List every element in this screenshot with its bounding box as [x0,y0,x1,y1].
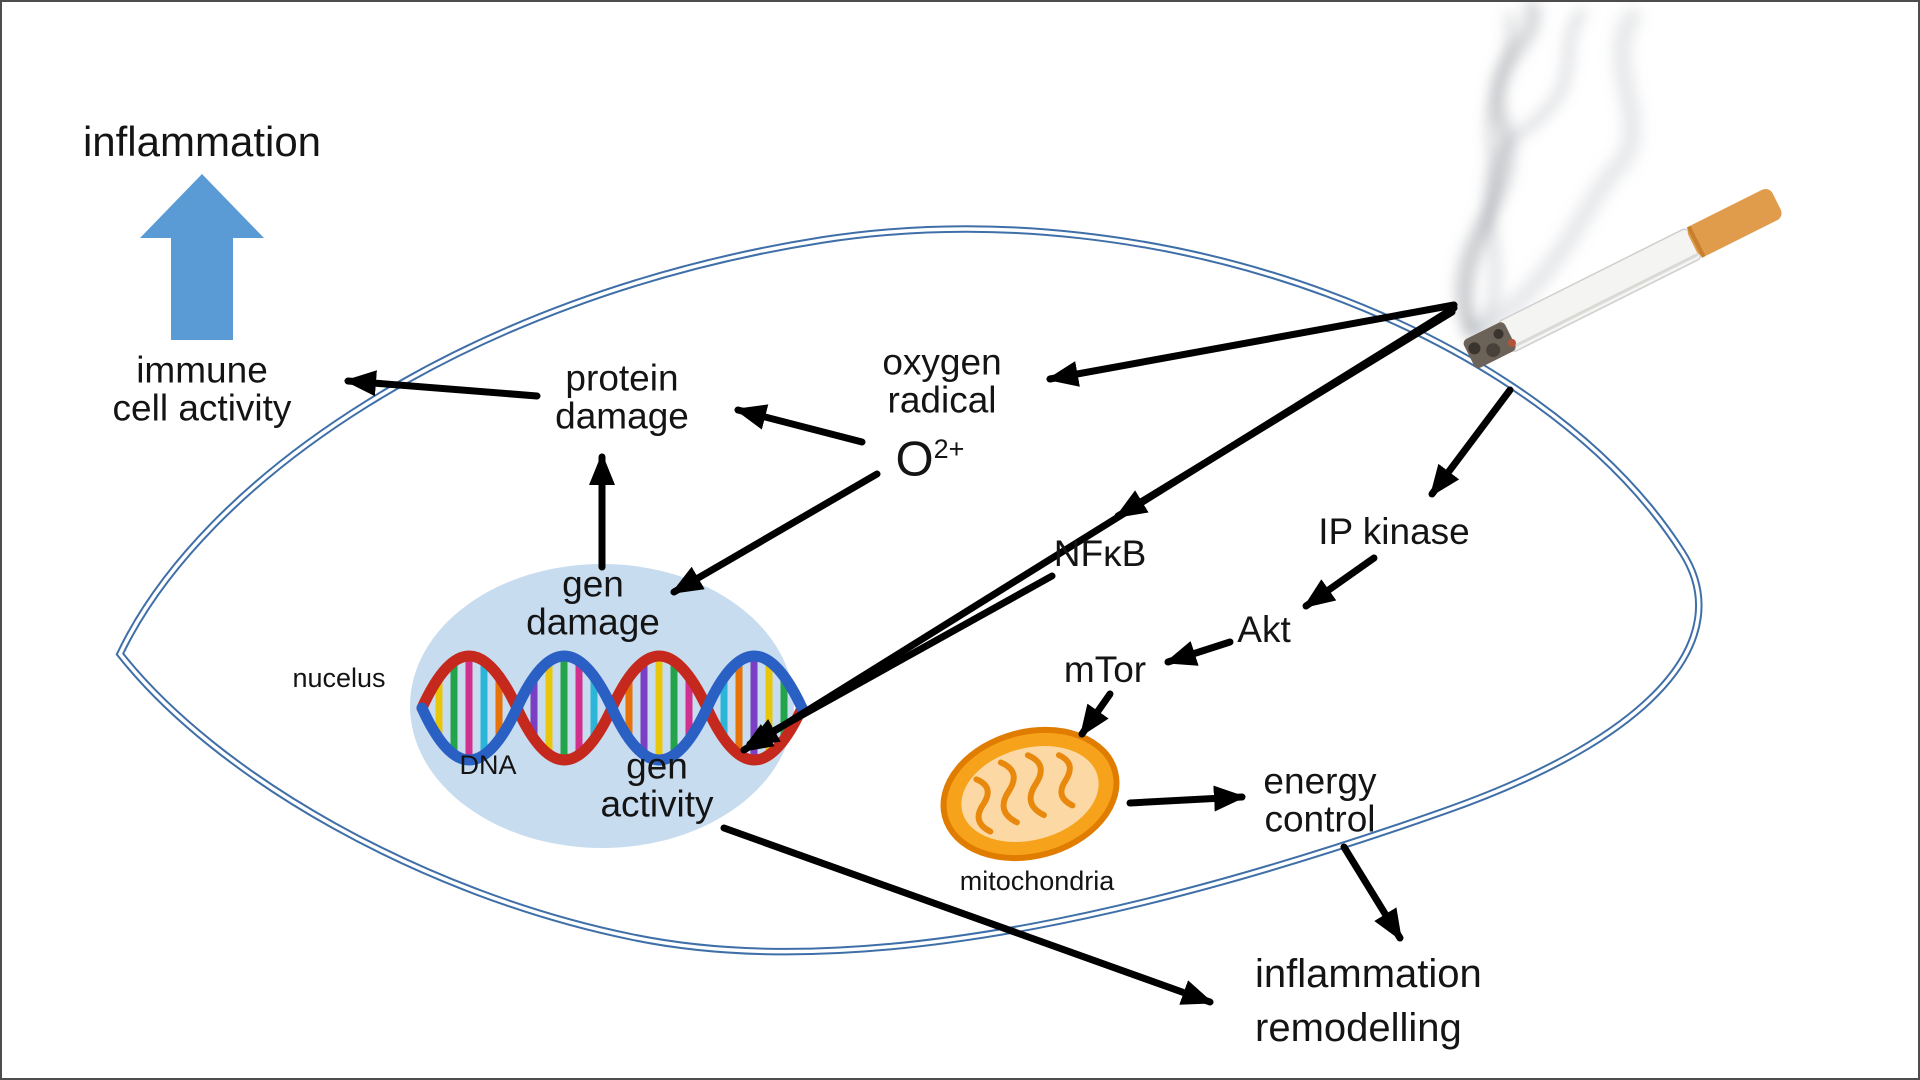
label-immune-line2: cell activity [112,388,292,429]
label-oxygen-radical-line2: radical [887,380,997,421]
cigarette-graphic [1463,188,1782,369]
label-inflammation-remodelling: inflammation remodelling [1255,947,1482,1055]
cell-membrane [115,225,1703,956]
cell-membrane-outer-line [115,225,1703,956]
arrow-cigarette-to-oxygen-radical [1046,301,1458,387]
label-inflammation: inflammation [82,118,322,166]
label-protein-damage-line1: protein [565,357,679,399]
arrow-energy-control-to-inflammation-remodelling [1340,843,1404,942]
nucleus-shape [410,564,794,848]
label-energy-control-line1: energy [1263,760,1377,802]
label-gen-activity-line2: activity [600,784,714,825]
label-immune-cell-activity: immune cell activity [112,349,292,429]
dna-helix-graphic [416,650,808,766]
cigarette-filter-band [1686,225,1706,258]
arrow-ip-kinase-to-akt [1302,554,1378,610]
dna-rungs [435,656,788,760]
mitochondria-graphic [940,726,1120,862]
inflammation-block-arrow [140,174,264,340]
label-mitochondria: mitochondria [959,865,1115,896]
arrow-mitochondria-to-energy-control [1126,785,1246,812]
arrow-o2-to-protein-damage [734,404,866,446]
ash-spot-2 [1486,343,1501,358]
arrow-mtor-to-mitochondria [1078,690,1114,738]
mitochondria-cristae [973,752,1076,835]
cigarette-paper-shade [1513,252,1699,348]
arrow-cigarette-to-gen-activity [740,304,1458,754]
label-protein-damage: protein damage [555,357,689,437]
label-nucleus: nucelus [292,662,386,693]
label-oxygen-symbol: O2+ [895,432,965,487]
label-mtor: mTor [1063,648,1147,690]
label-ip-kinase: IP kinase [1318,510,1470,552]
label-dna: DNA [459,749,517,780]
label-oxygen-radical: oxygen radical [882,341,1002,421]
oxygen-symbol-superscript: 2+ [933,434,965,465]
pathway-arrows [344,301,1514,1006]
ember-spot [1507,338,1516,347]
label-gen-damage-line1: gen [562,563,624,605]
label-inflammation-remodelling-line2: remodelling [1255,1006,1462,1050]
label-oxygen-radical-line1: oxygen [882,341,1002,383]
arrow-cigarette-to-ip-kinase [1428,386,1514,498]
arrow-gen-activity-to-inflammation-remodelling [720,824,1214,1006]
ash-spot-1 [1468,342,1481,355]
arrow-o2-to-gen-damage [670,470,881,596]
label-immune-line1: immune [136,349,268,391]
arrow-protein-damage-to-immune [344,370,541,400]
label-protein-damage-line2: damage [555,396,689,437]
oxygen-symbol-base: O [895,432,934,487]
label-gen-damage-line2: damage [526,602,660,643]
label-gen-activity: gen activity [600,745,714,825]
label-nfkb: NFκB [1053,532,1147,574]
label-energy-control-line2: control [1264,799,1376,840]
label-energy-control: energy control [1263,760,1377,840]
label-akt: Akt [1237,608,1291,650]
label-gen-activity-line1: gen [626,745,688,787]
arrow-nfkb-to-gen-activity [746,572,1056,748]
cigarette-filter [1687,188,1782,257]
ash-spot-3 [1493,328,1504,339]
smoke-graphic [1455,2,1641,341]
label-inflammation-remodelling-line1: inflammation [1255,952,1482,996]
cell-membrane-inner-gap [117,227,1701,954]
dna-strand-blue [416,650,808,766]
label-gen-damage: gen damage [526,563,660,643]
arrow-akt-to-mtor [1164,638,1234,666]
